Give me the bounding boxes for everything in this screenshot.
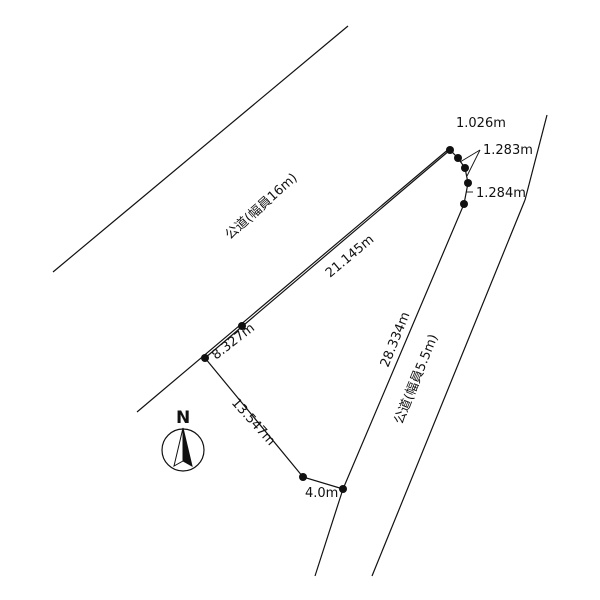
dimension-label-28334: 28.334m — [378, 310, 414, 370]
road-boundary-southeast-near — [314, 488, 344, 577]
dimension-label-21145: 21.145m — [323, 232, 377, 281]
road-boundary-southeast-far — [371, 199, 526, 577]
north-compass-icon — [161, 427, 205, 472]
dimension-label-1283: 1.283m — [483, 143, 533, 158]
survey-point — [464, 179, 472, 187]
north-label: N — [176, 408, 190, 428]
dimension-label-40: 4.0m — [305, 486, 338, 501]
survey-point — [238, 322, 246, 330]
leader-line-1283-b — [466, 149, 481, 177]
road-boundary-northwest-near — [136, 147, 451, 413]
survey-point — [339, 485, 347, 493]
dimension-label-1284: 1.284m — [476, 186, 526, 201]
survey-point — [446, 146, 454, 154]
survey-point — [299, 473, 307, 481]
leader-line-1283-a — [459, 149, 481, 163]
road-boundary-east-top — [524, 114, 548, 201]
dimension-label-13547: 13.547m — [228, 396, 278, 449]
survey-point — [461, 164, 469, 172]
survey-point — [454, 154, 462, 162]
dimension-label-1026: 1.026m — [456, 116, 506, 131]
road-boundary-northwest-far — [52, 25, 349, 273]
road-label-northwest: 公道(幅員16m) — [223, 171, 301, 243]
survey-point — [201, 354, 209, 362]
dimension-label-8327: 8.327m — [209, 321, 258, 364]
survey-point — [460, 200, 468, 208]
